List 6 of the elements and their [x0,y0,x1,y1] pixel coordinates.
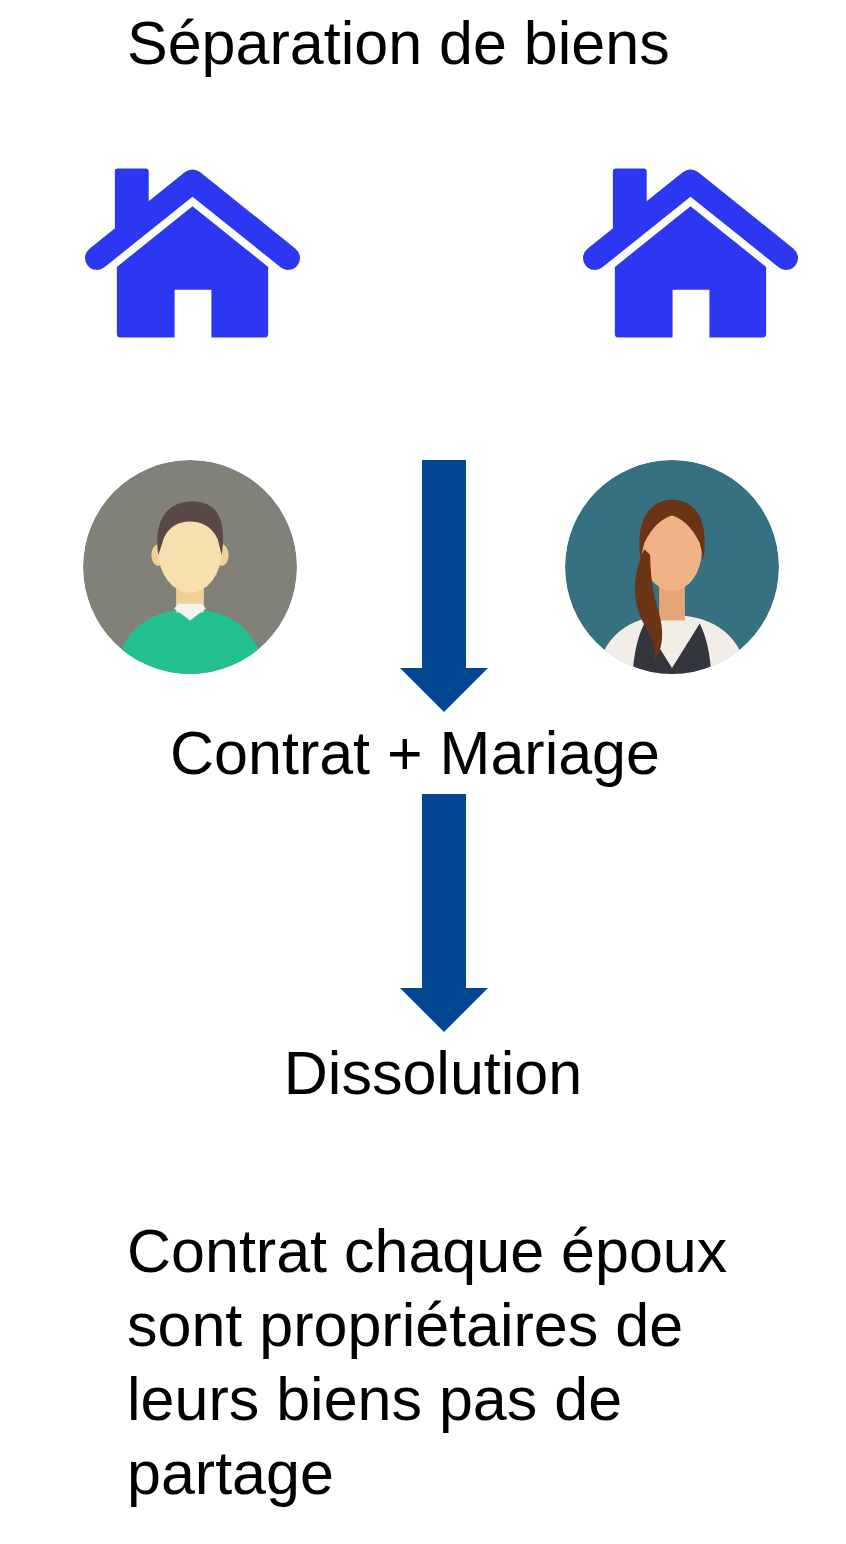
arrow [400,460,488,712]
arrow [400,794,488,1032]
title: Séparation de biens [127,8,670,78]
step-label: Dissolution [279,1032,587,1114]
note-text: Contrat chaque époux sont propriétaires de leurs biens pas de partage [127,1216,729,1509]
step-label: Contrat + Mariage [166,712,664,794]
